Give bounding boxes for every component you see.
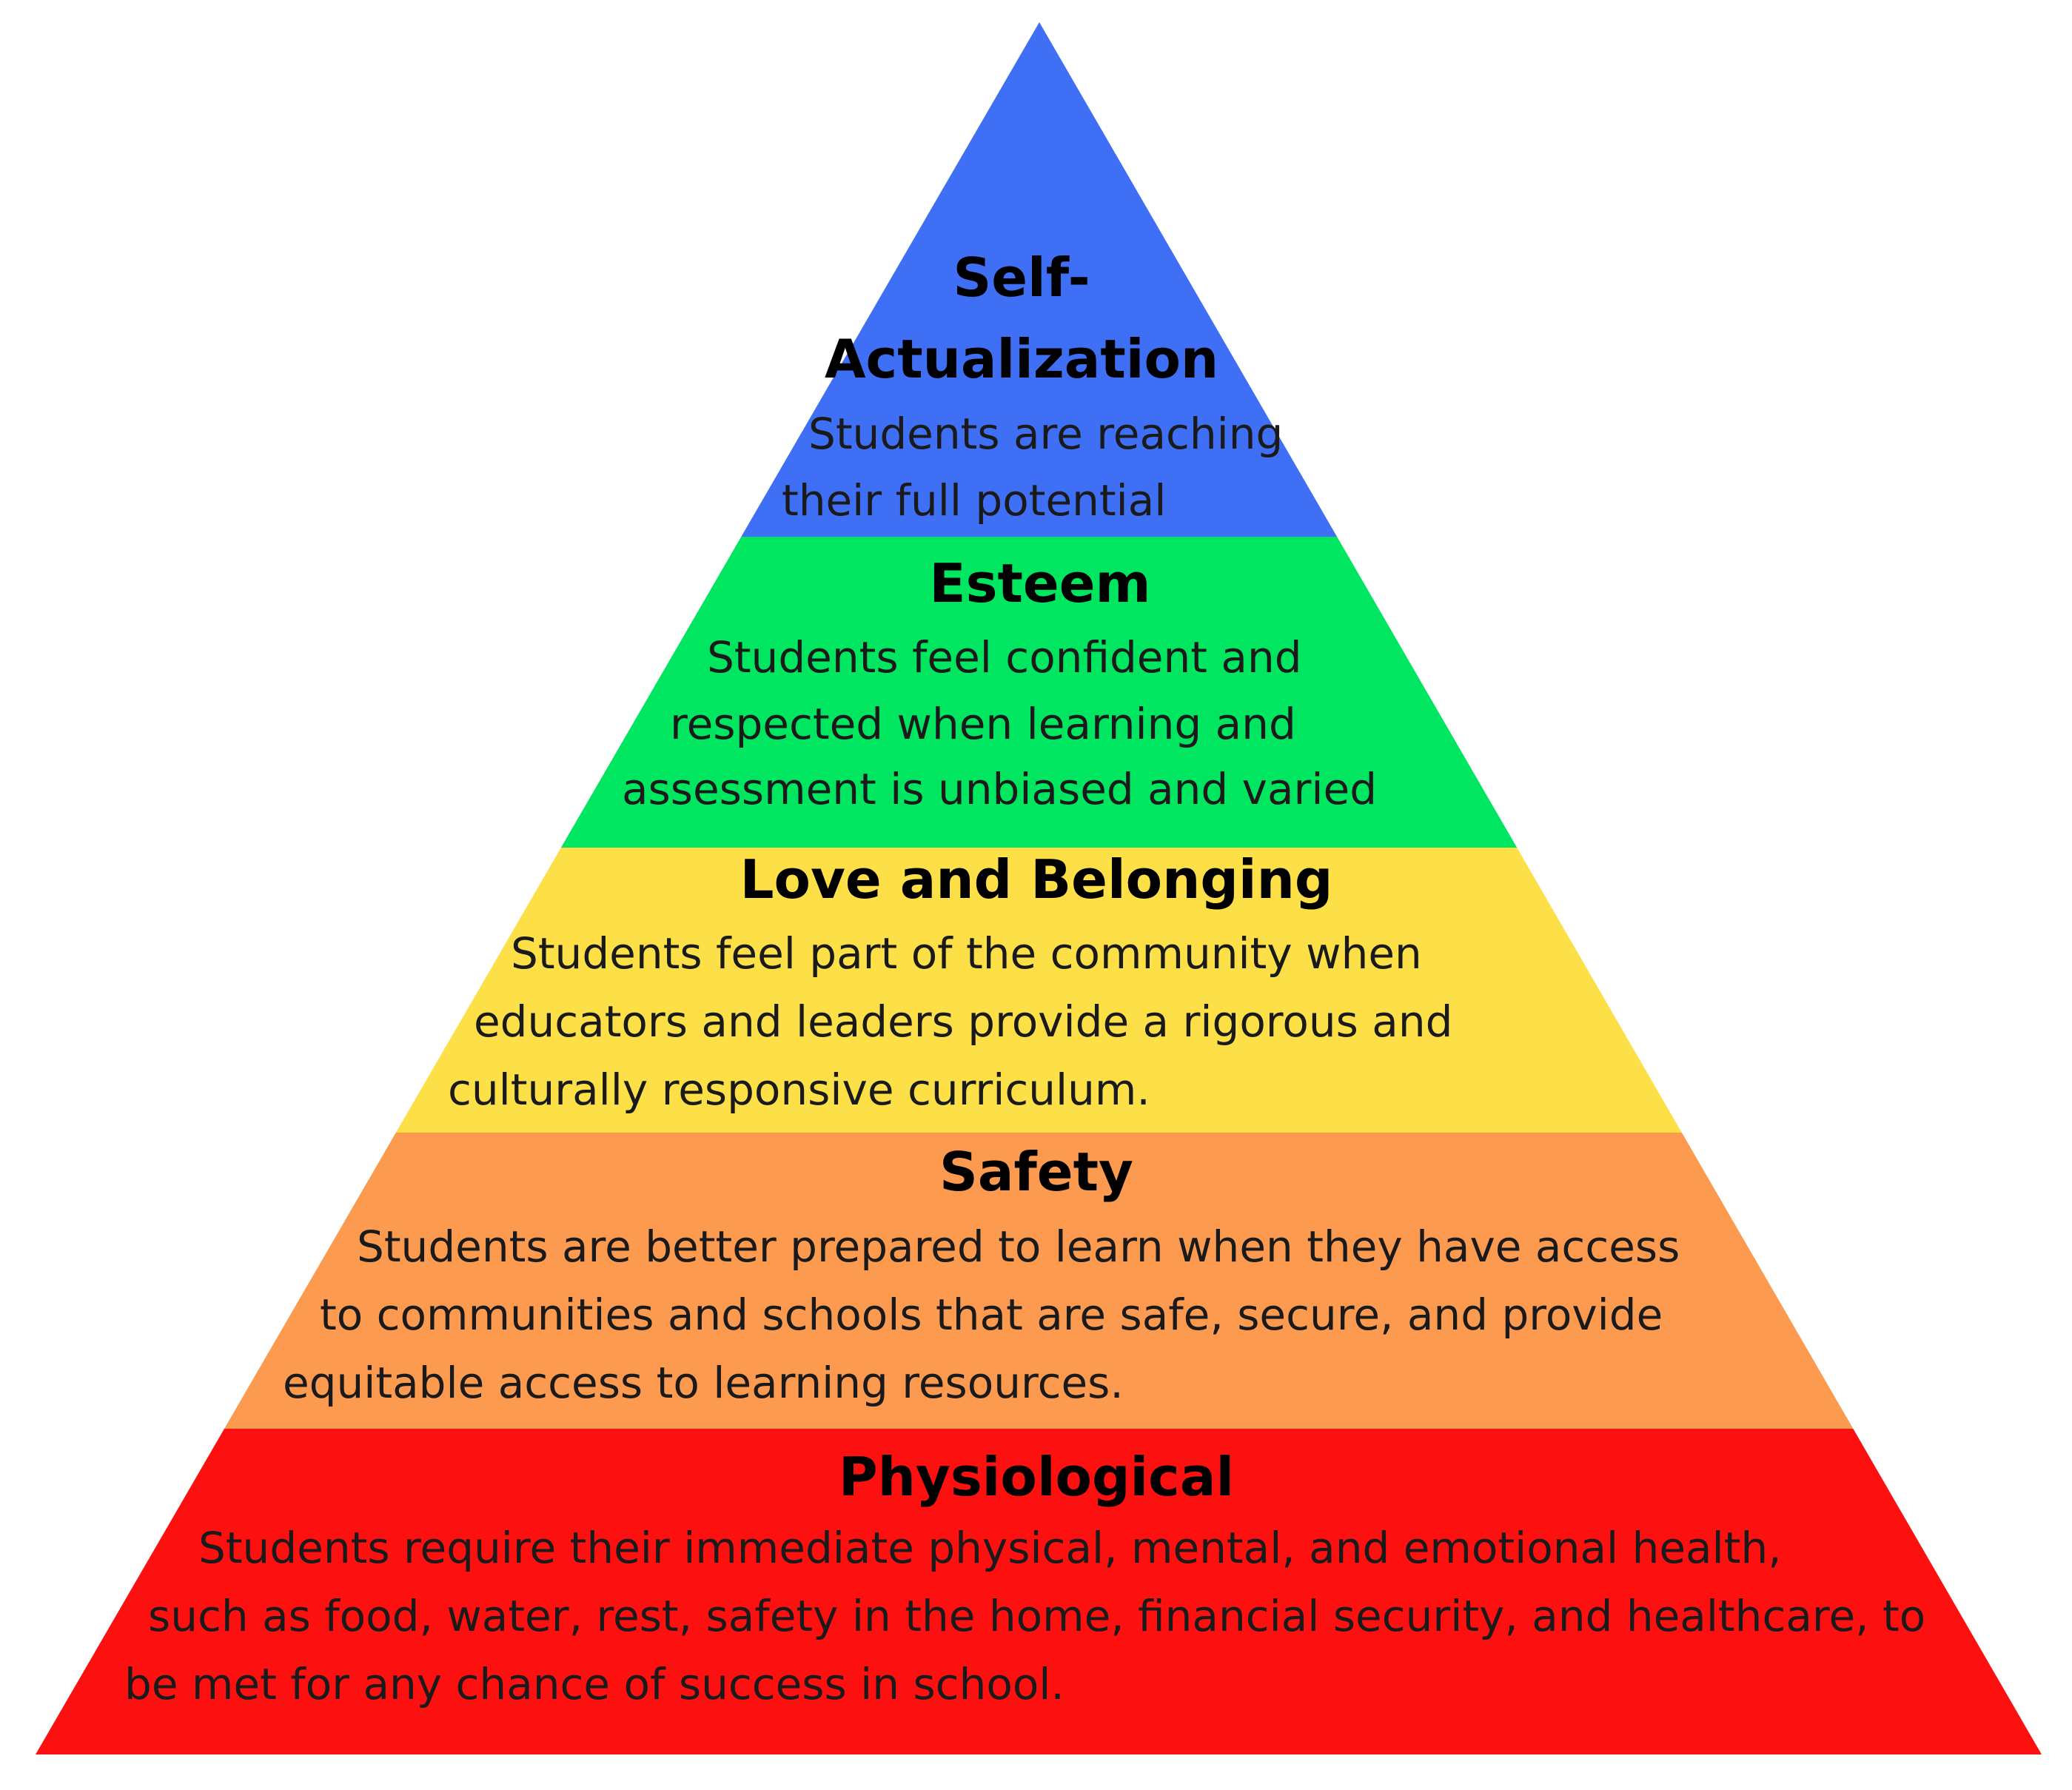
self-actualization-title-line-1: Self- (953, 247, 1090, 309)
self-actualization-title-line-2: Actualization (824, 328, 1219, 390)
love-and-belonging-title: Love and Belonging (740, 848, 1333, 911)
esteem-title: Esteem (929, 552, 1151, 614)
esteem-desc-line-2: respected when learning and (670, 699, 1296, 749)
layer-safety-band (224, 1133, 1854, 1429)
layer-love-and-belonging-band (395, 848, 1682, 1133)
love-and-belonging-desc-line-3: culturally responsive curriculum. (448, 1065, 1150, 1115)
esteem-desc-line-1: Students feel confident and (707, 632, 1302, 683)
esteem-desc-line-3: assessment is unbiased and varied (622, 764, 1378, 814)
layer-self-actualization-band (741, 22, 1338, 537)
layer-esteem-band (560, 537, 1518, 848)
physiological-desc-line-3: be met for any chance of success in scho… (124, 1659, 1065, 1709)
physiological-title: Physiological (838, 1446, 1235, 1508)
physiological-desc-line-2: such as food, water, rest, safety in the… (148, 1591, 1926, 1641)
self-actualization-desc-line-1: Students are reaching (808, 409, 1284, 459)
self-actualization-desc-line-2: their full potential (782, 475, 1167, 526)
physiological-desc-line-1: Students require their immediate physica… (198, 1523, 1782, 1573)
safety-desc-line-3: equitable access to learning resources. (283, 1358, 1124, 1408)
safety-title: Safety (939, 1141, 1133, 1203)
love-and-belonging-desc-line-1: Students feel part of the community when (511, 928, 1422, 979)
layer-physiological-band (36, 1429, 2042, 1754)
safety-desc-line-2: to communities and schools that are safe… (320, 1290, 1663, 1340)
safety-desc-line-1: Students are better prepared to learn wh… (357, 1221, 1680, 1272)
love-and-belonging-desc-line-2: educators and leaders provide a rigorous… (474, 996, 1453, 1047)
